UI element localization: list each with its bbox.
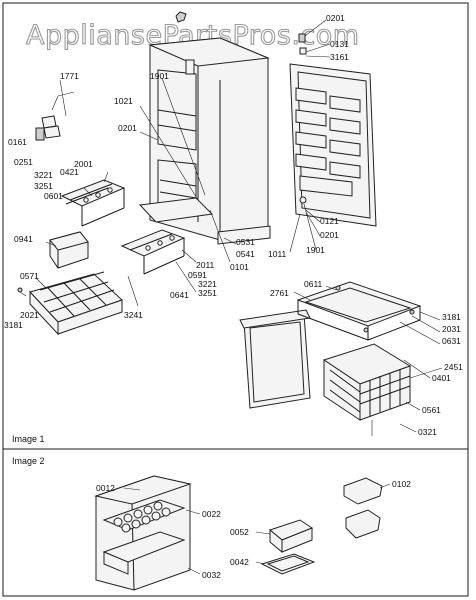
callout-3251: 3251 [198,288,217,298]
callout-1771: 1771 [60,71,79,81]
callout-0201: 0201 [326,13,345,23]
callout-0601: 0601 [44,191,63,201]
callout-2761: 2761 [270,288,289,298]
section-label-image-2: Image 2 [12,456,45,466]
freezer-door [94,475,192,591]
callout-0321: 0321 [418,427,437,437]
callout-2001: 2001 [74,159,93,169]
leader-0012 [123,487,141,491]
leader-lines [35,19,443,433]
callout-0022: 0022 [202,509,221,519]
callout-0032: 0032 [202,570,221,580]
lower-slide-assembly [120,229,186,275]
control-housing [35,91,75,141]
freezer-basket-left [17,271,123,336]
upper-slide-assembly [60,179,126,227]
callout-0121: 0121 [320,216,339,226]
callout-3161: 3161 [330,52,349,62]
callout-2021: 2021 [20,310,39,320]
callout-0941: 0941 [14,234,33,244]
callout-0561: 0561 [422,405,441,415]
callout-0421: 0421 [60,167,79,177]
ice-bucket [49,231,89,269]
callout-0052: 0052 [230,527,249,537]
callout-2011: 2011 [196,260,215,270]
callout-1901: 1901 [306,245,325,255]
leader-0042 [255,561,265,565]
callout-0531: 0531 [236,237,255,247]
callout-3251: 3251 [34,181,53,191]
callout-2451: 2451 [444,362,463,372]
callout-0631: 0631 [442,336,461,346]
drawer-front [239,309,311,409]
callout-0102: 0102 [392,479,411,489]
callout-0541: 0541 [236,249,255,259]
callout-3221: 3221 [34,170,53,180]
leader-0052 [255,531,271,535]
callout-3241: 3241 [124,310,143,320]
callout-0012: 0012 [96,483,115,493]
callout-0641: 0641 [170,290,189,300]
callout-3181: 3181 [4,320,23,330]
door-bins [343,477,383,539]
tray [260,553,316,575]
callout-0131: 0131 [330,39,349,49]
callout-0201: 0201 [118,123,137,133]
callout-1901: 1901 [150,71,169,81]
callout-0611: 0611 [304,279,323,289]
cabinet [138,11,271,245]
callout-0401: 0401 [432,373,451,383]
callout-1021: 1021 [114,96,133,106]
callout-3221: 3221 [198,279,217,289]
callout-0042: 0042 [230,557,249,567]
callout-0161: 0161 [8,137,27,147]
butter-compartment [268,519,314,554]
callout-2031: 2031 [442,324,461,334]
leader-0102 [379,483,391,489]
leader-0022 [185,509,201,515]
callout-0201: 0201 [320,230,339,240]
callout-3181: 3181 [442,312,461,322]
callout-0571: 0571 [20,271,39,281]
drawer-slide-frame [296,281,422,341]
diagram-frame [2,2,469,597]
door [289,33,377,227]
callout-1011: 1011 [268,249,287,259]
callout-0251: 0251 [14,157,33,167]
leader-0032 [187,567,201,575]
callout-0591: 0591 [188,270,207,280]
callout-0101: 0101 [230,262,249,272]
section-label-image-1: Image 1 [12,434,45,444]
freezer-basket-right [322,343,412,436]
